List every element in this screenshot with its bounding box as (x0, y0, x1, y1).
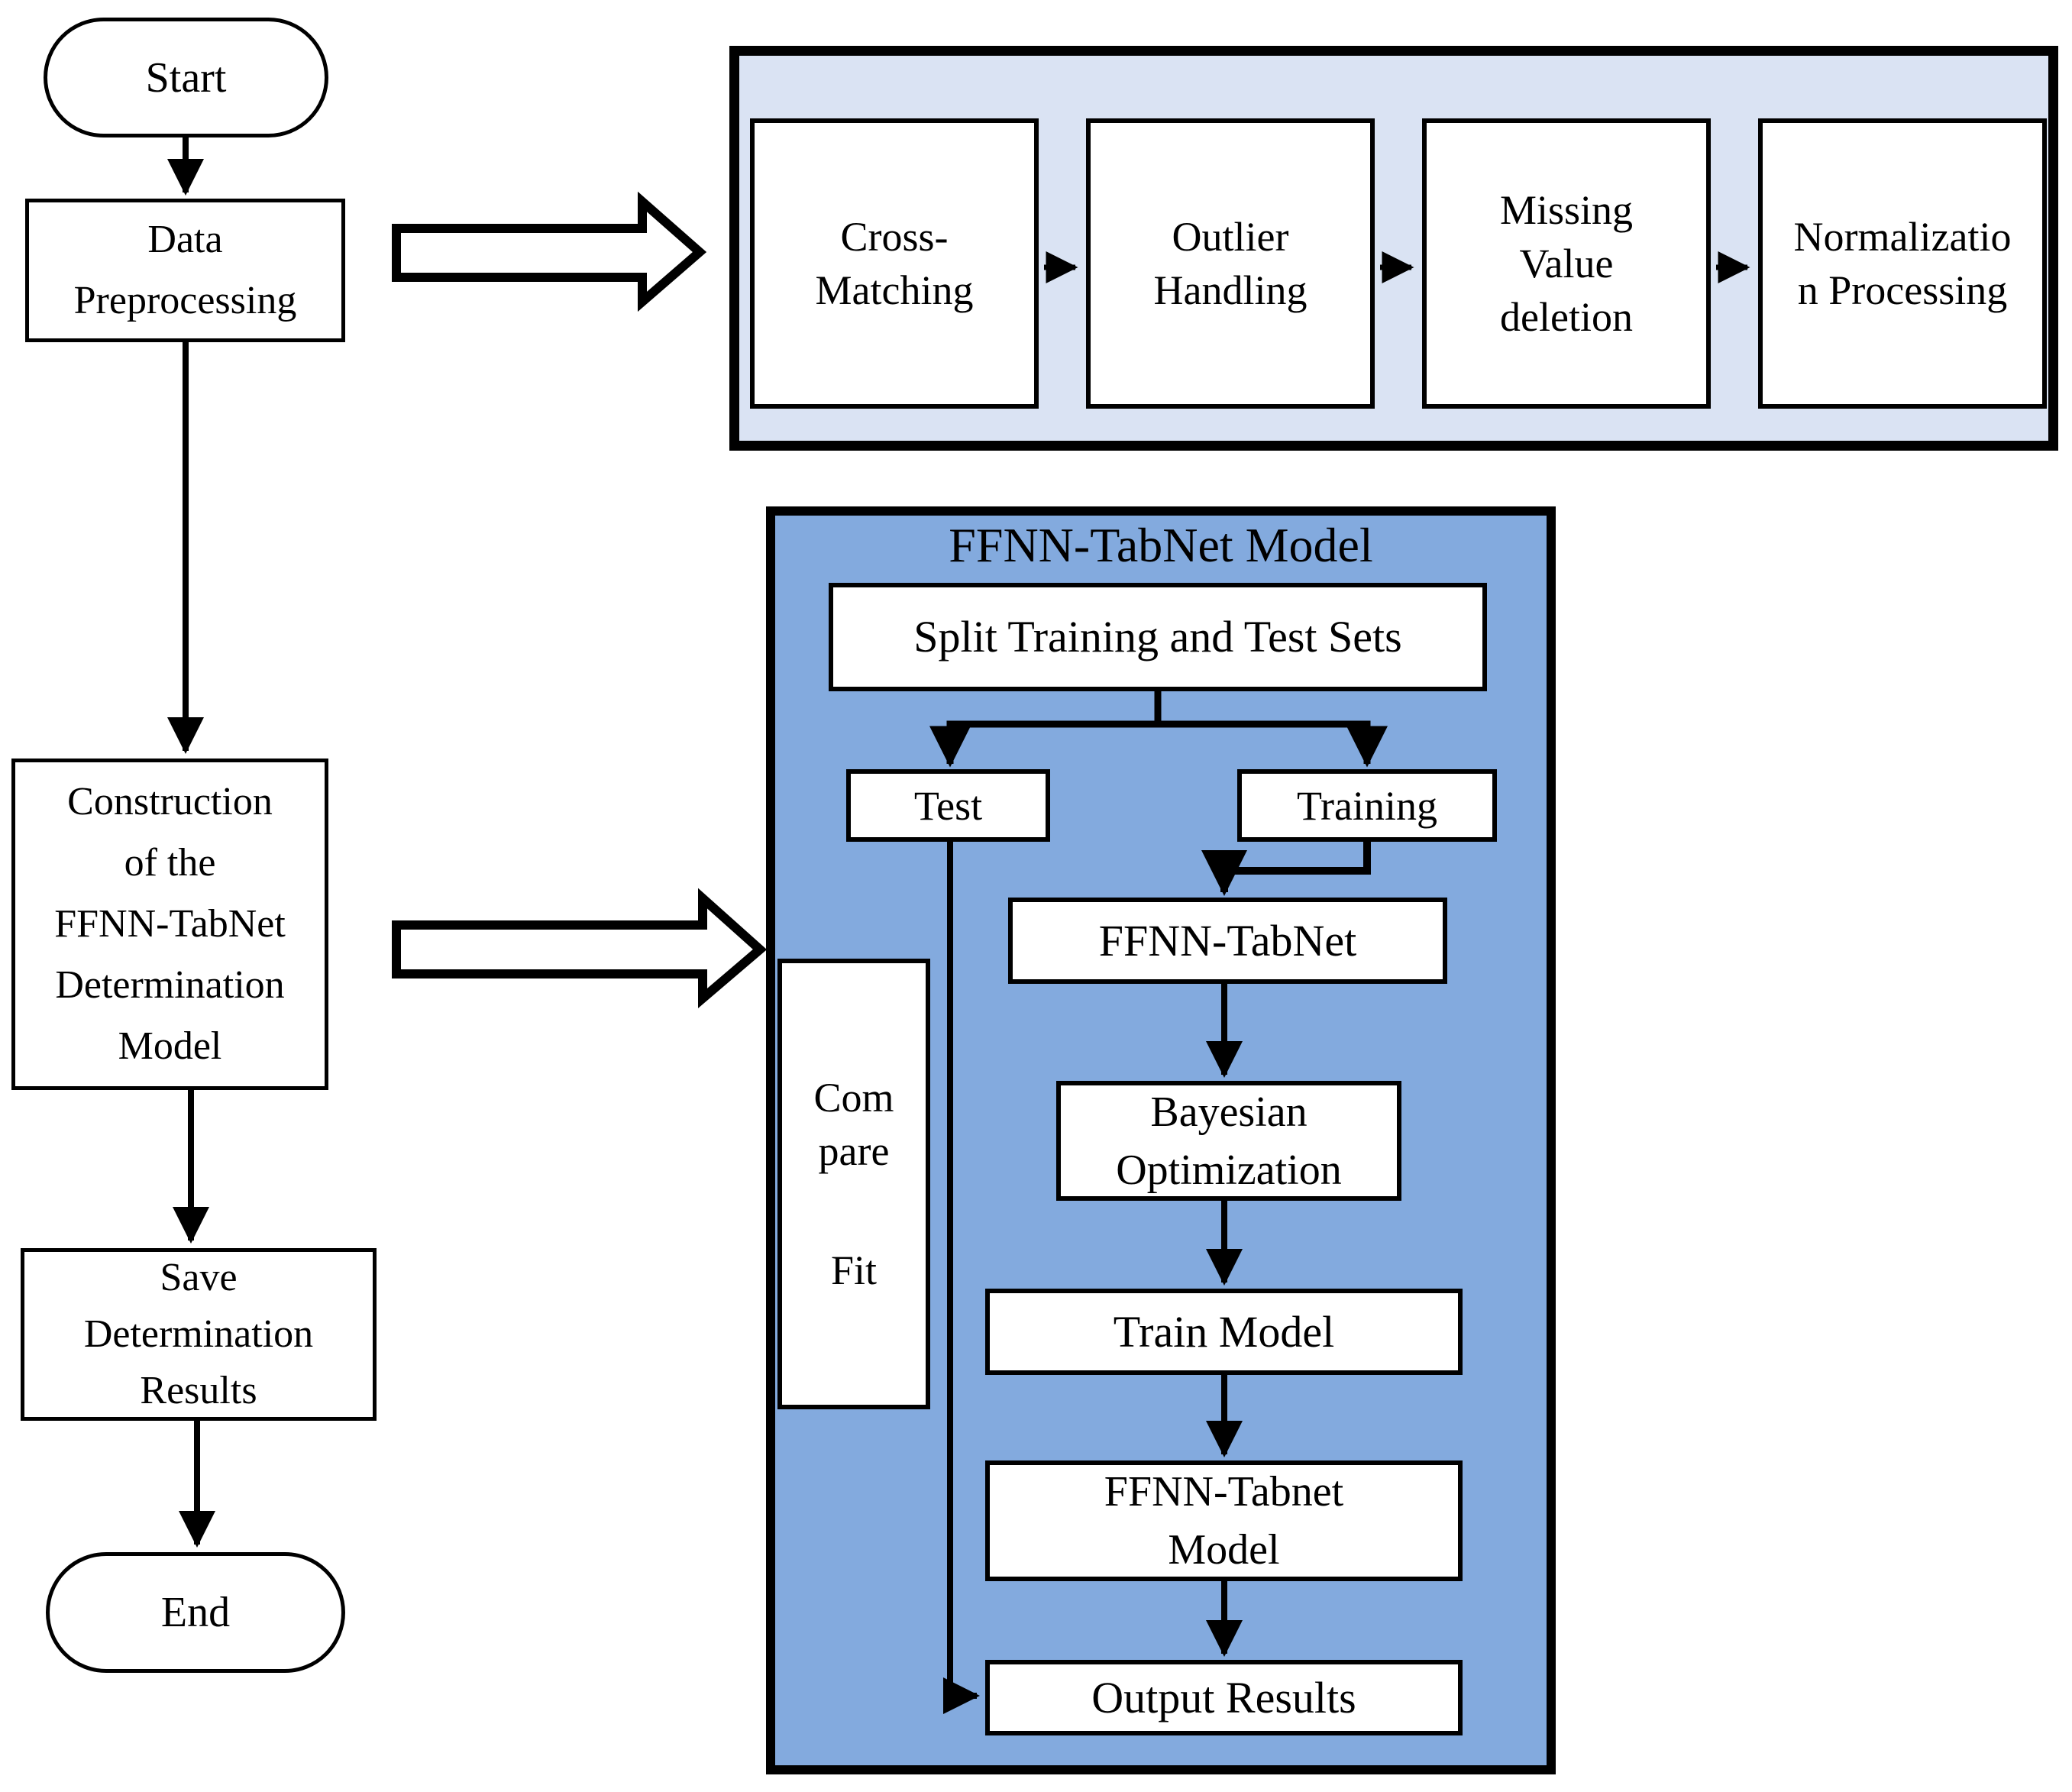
training-node: Training (1237, 769, 1497, 842)
construction-node: Construction of the FFNN-TabNet Determin… (11, 759, 328, 1090)
step-normalization-processing: Normalizatio n Processing (1758, 118, 2047, 409)
construction-line: Determination (55, 963, 285, 1007)
split-sets-label: Split Training and Test Sets (913, 612, 1402, 661)
construction-line: of the (124, 841, 216, 885)
end-label: End (160, 1589, 231, 1636)
save-line: Save (160, 1256, 238, 1299)
data-preprocessing-line: Preprocessing (73, 279, 297, 322)
output-results-node: Output Results (985, 1660, 1463, 1735)
step-line: n Processing (1797, 267, 2008, 313)
save-line: Results (140, 1369, 257, 1412)
ffnn-tabnet-model-line: Model (1168, 1526, 1280, 1574)
bayesian-line: Optimization (1116, 1146, 1342, 1194)
step-line: Outlier (1172, 214, 1289, 260)
fit-label: Fit (830, 1247, 878, 1293)
save-results-node: Save Determination Results (21, 1248, 377, 1421)
ffnn-tabnet-model-node: FFNN-Tabnet Model (985, 1460, 1463, 1581)
compare-line: Com (813, 1075, 894, 1121)
construction-line: Model (118, 1024, 222, 1068)
arrow-test-to-output (943, 842, 980, 1714)
output-results-label: Output Results (1091, 1672, 1356, 1722)
step-line: deletion (1500, 294, 1633, 340)
block-arrow-to-preprocessing-panel (392, 191, 707, 312)
start-node: Start (44, 18, 328, 137)
ffnn-tabnet-node: FFNN-TabNet (1008, 898, 1447, 984)
split-sets-node: Split Training and Test Sets (829, 583, 1487, 691)
construction-line: FFNN-TabNet (54, 902, 286, 946)
step-line: Matching (815, 267, 974, 313)
compare-fit-node: Com pare Fit (777, 959, 930, 1409)
data-preprocessing-node: Data Preprocessing (25, 199, 345, 342)
bayesian-optimization-node: Bayesian Optimization (1056, 1081, 1401, 1201)
end-node: End (46, 1552, 345, 1673)
arrow-training-to-ffnntabnet (1201, 842, 1371, 896)
test-node: Test (846, 769, 1050, 842)
step-line: Handling (1153, 267, 1308, 313)
block-arrow-to-model-panel (392, 888, 768, 1009)
training-label: Training (1296, 782, 1438, 829)
step-line: Cross- (840, 214, 949, 260)
compare-line: pare (818, 1128, 890, 1174)
step-cross-matching: Cross- Matching (750, 118, 1039, 409)
step-missing-value-deletion: Missing Value deletion (1422, 118, 1711, 409)
step-line: Missing (1499, 187, 1634, 233)
step-outlier-handling: Outlier Handling (1086, 118, 1375, 409)
model-panel-title: FFNN-TabNet Model (949, 518, 1373, 572)
step-line: Normalizatio (1793, 214, 2012, 260)
train-model-label: Train Model (1113, 1306, 1335, 1357)
bayesian-line: Bayesian (1150, 1088, 1308, 1136)
data-preprocessing-line: Data (147, 218, 223, 261)
save-line: Determination (83, 1312, 314, 1356)
construction-line: Construction (67, 780, 273, 823)
step-line: Value (1519, 241, 1614, 286)
ffnn-tabnet-label: FFNN-TabNet (1098, 915, 1357, 966)
test-label: Test (913, 782, 983, 829)
start-label: Start (145, 53, 227, 102)
train-model-node: Train Model (985, 1289, 1463, 1375)
ffnn-tabnet-model-line: FFNN-Tabnet (1104, 1468, 1344, 1515)
